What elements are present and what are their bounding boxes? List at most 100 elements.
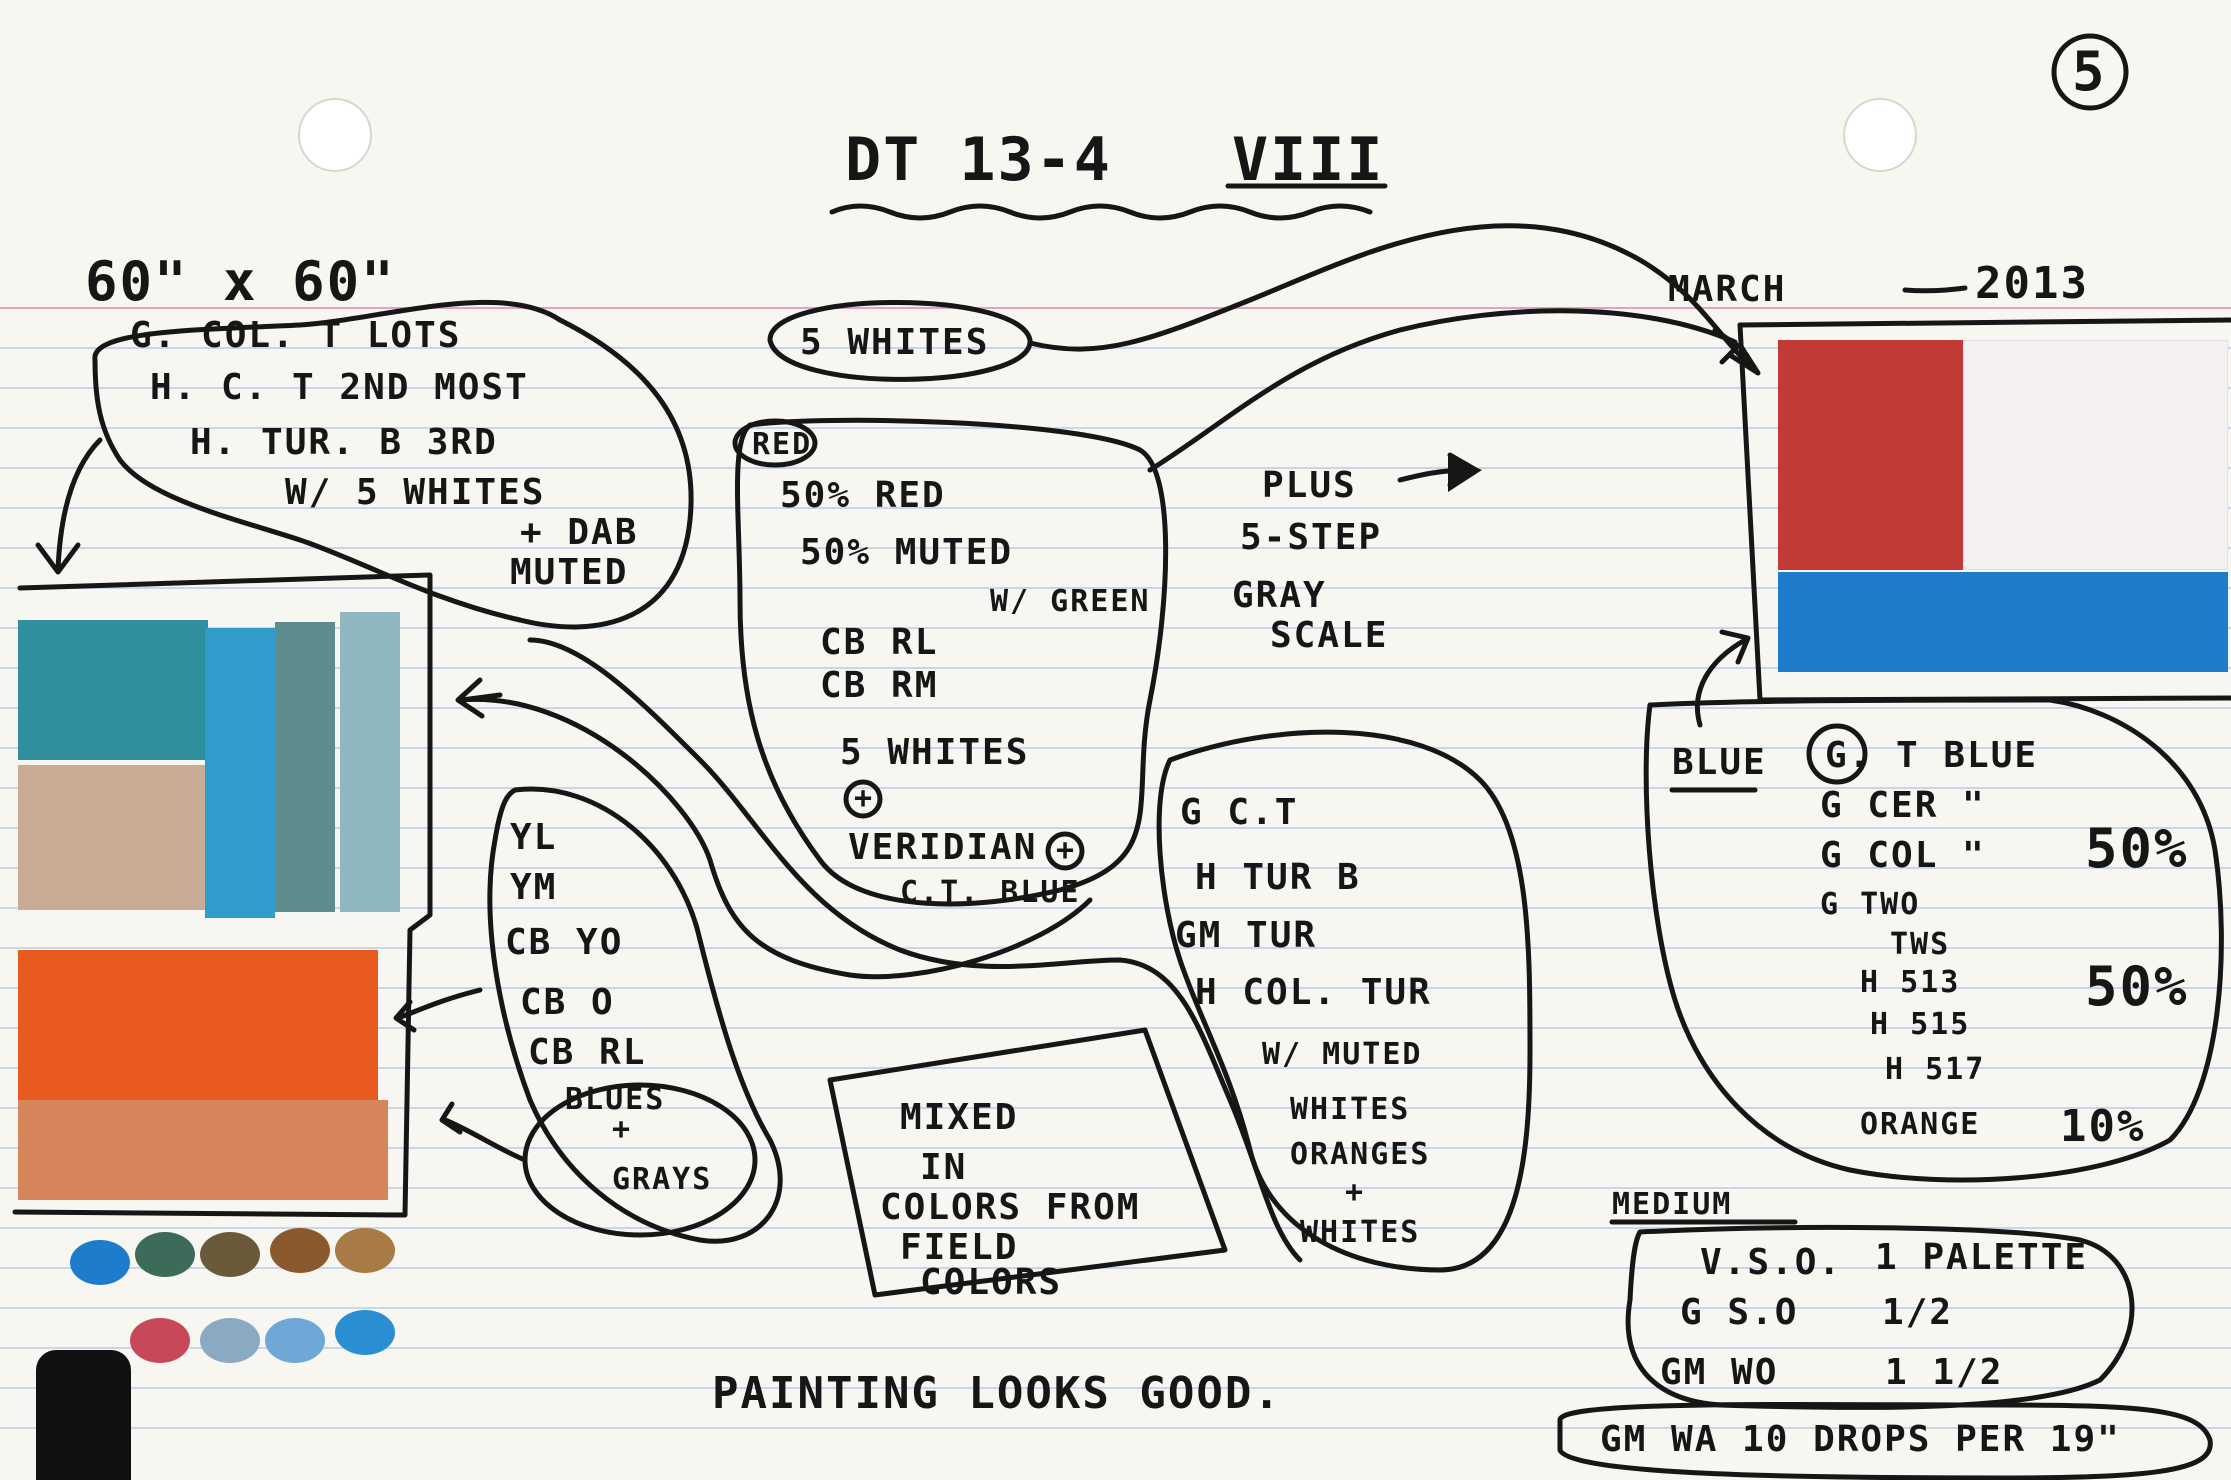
blue-notes-outline bbox=[1643, 697, 2224, 1183]
mixed-note-1: MIXED bbox=[900, 1097, 1019, 1138]
snake-lower bbox=[527, 637, 1303, 1263]
plus-note-1: PLUS bbox=[1262, 465, 1357, 506]
red-note-ct-blue: C.T. BLUE bbox=[900, 875, 1081, 910]
swatch-dot-lightblue bbox=[265, 1318, 325, 1363]
blue-note-9: ORANGE bbox=[1860, 1107, 1981, 1142]
red-note-3: W/ GREEN bbox=[990, 584, 1151, 619]
arrow-to-swatch-frame bbox=[459, 692, 503, 703]
five-whites-label: 5 WHITES bbox=[800, 322, 990, 363]
date-month: MARCH bbox=[1668, 269, 1787, 310]
blue-note-7: H 515 bbox=[1870, 1007, 1971, 1042]
yellow-note-5: CB RL bbox=[528, 1032, 647, 1073]
swatch-dot-brown bbox=[270, 1228, 330, 1273]
blue-note-5: TWS bbox=[1890, 927, 1951, 962]
red-note-5: CB RM bbox=[820, 665, 939, 706]
medium-amount-2: 1/2 bbox=[1882, 1292, 1954, 1333]
red-note-6: 5 WHITES bbox=[840, 732, 1030, 773]
red-note-veridian: VERIDIAN bbox=[848, 827, 1038, 868]
mixed-note-4: FIELD bbox=[900, 1227, 1019, 1268]
top-left-note-2: H. C. T 2ND MOST bbox=[150, 367, 529, 408]
top-left-note-4: W/ 5 WHITES bbox=[285, 472, 546, 513]
swatch-dot-olive bbox=[200, 1232, 260, 1277]
title-underline bbox=[829, 203, 1373, 221]
ct-note-7: ORANGES bbox=[1290, 1137, 1431, 1172]
ct-note-2: H TUR B bbox=[1195, 857, 1361, 898]
medium-name-3: GM WO bbox=[1660, 1352, 1779, 1393]
yellow-note-4: CB O bbox=[520, 982, 615, 1023]
swatch-dot-ochre bbox=[335, 1228, 395, 1273]
top-left-notes-outline bbox=[92, 299, 694, 630]
plus-arrowhead bbox=[1448, 455, 1482, 492]
swatch-sky-blue bbox=[205, 628, 275, 918]
canvas-size: 60" x 60" bbox=[85, 250, 396, 313]
swatch-slate bbox=[275, 622, 335, 912]
grays-label: GRAYS bbox=[612, 1162, 713, 1197]
red-note-2: 50% MUTED bbox=[800, 532, 1014, 573]
swatch-pale-blue bbox=[340, 612, 400, 912]
arrow-to-blue-swatch bbox=[1694, 637, 1748, 728]
snake-outline bbox=[457, 696, 1093, 980]
red-notes-outline bbox=[735, 417, 1169, 907]
swatch-blue bbox=[1778, 572, 2228, 672]
swatch-frame bbox=[12, 572, 433, 1218]
swatch-tan bbox=[18, 765, 208, 910]
percent-2: 50% bbox=[2085, 955, 2189, 1018]
plus-note-2: 5-STEP bbox=[1240, 517, 1383, 558]
connector-red bbox=[1147, 308, 1738, 473]
medium-amount-1: 1 PALETTE bbox=[1875, 1237, 2089, 1278]
medium-box-outline bbox=[1625, 1224, 2135, 1410]
swatch-dot-blue bbox=[70, 1240, 130, 1285]
blue-note-4: G TWO bbox=[1820, 887, 1921, 922]
blue-label: BLUE bbox=[1672, 742, 1767, 783]
plus-note-3: GRAY bbox=[1232, 575, 1327, 616]
swatch-dot-red bbox=[130, 1318, 190, 1363]
yellow-note-1: YL bbox=[510, 817, 558, 858]
top-left-note-6: MUTED bbox=[510, 552, 629, 593]
ct-notes-outline bbox=[1156, 729, 1533, 1273]
red-label: RED bbox=[752, 427, 813, 462]
title-numeral: VIII bbox=[1232, 125, 1385, 195]
plus-circle-left bbox=[843, 779, 883, 819]
red-note-1: 50% RED bbox=[780, 475, 946, 516]
medium-amount-3: 1 1/2 bbox=[1885, 1352, 2004, 1393]
red-note-plus-2: + bbox=[1056, 833, 1077, 868]
blue-note-6: H 513 bbox=[1860, 965, 1961, 1000]
punch-hole-right bbox=[1843, 98, 1917, 172]
card-title: DT 13-4 bbox=[845, 125, 1112, 195]
blue-note-8: H 517 bbox=[1885, 1052, 1986, 1087]
swatch-red bbox=[1778, 340, 1963, 570]
mixed-note-5: COLORS bbox=[920, 1262, 1063, 1303]
swatch-dot-green bbox=[135, 1232, 195, 1277]
medium-label: MEDIUM bbox=[1612, 1187, 1733, 1222]
connector-five-whites bbox=[1027, 223, 1758, 373]
red-note-4: CB RL bbox=[820, 622, 939, 663]
blue-note-3: G COL " bbox=[1820, 835, 1986, 876]
ct-note-1: G C.T bbox=[1180, 792, 1299, 833]
page-number-circle bbox=[2051, 33, 2129, 111]
medium-name-1: V.S.O. bbox=[1700, 1242, 1843, 1283]
top-left-note-1: G. COL. T LOTS bbox=[130, 315, 462, 356]
red-label-outline bbox=[732, 418, 818, 468]
blue-note-1: G. T BLUE bbox=[1825, 735, 2039, 776]
plus-circle-right bbox=[1045, 831, 1085, 871]
date-year: 2013 bbox=[1975, 258, 2089, 309]
swatch-white-paint bbox=[1963, 340, 2228, 570]
march-card-frame bbox=[1737, 317, 2231, 328]
yellow-notes-outline bbox=[487, 786, 783, 1244]
swatch-orange bbox=[18, 950, 378, 1100]
g-circle bbox=[1806, 723, 1868, 785]
swatch-dot-azure bbox=[335, 1310, 395, 1355]
plus-note-4: SCALE bbox=[1270, 615, 1389, 656]
yellow-note-3: CB YO bbox=[505, 922, 624, 963]
mixed-note-3: COLORS FROM bbox=[880, 1187, 1141, 1228]
percent-1: 50% bbox=[2085, 817, 2189, 880]
red-note-plus-1: + bbox=[854, 781, 875, 816]
mixed-box-outline bbox=[827, 1027, 1228, 1298]
ct-note-8: + bbox=[1345, 1175, 1366, 1210]
arrow-to-swatches bbox=[55, 437, 103, 573]
blues-label: BLUES bbox=[565, 1082, 666, 1117]
ct-note-3: GM TUR bbox=[1175, 915, 1318, 956]
swatch-teal bbox=[18, 620, 208, 760]
blues-plus: + bbox=[612, 1112, 633, 1147]
